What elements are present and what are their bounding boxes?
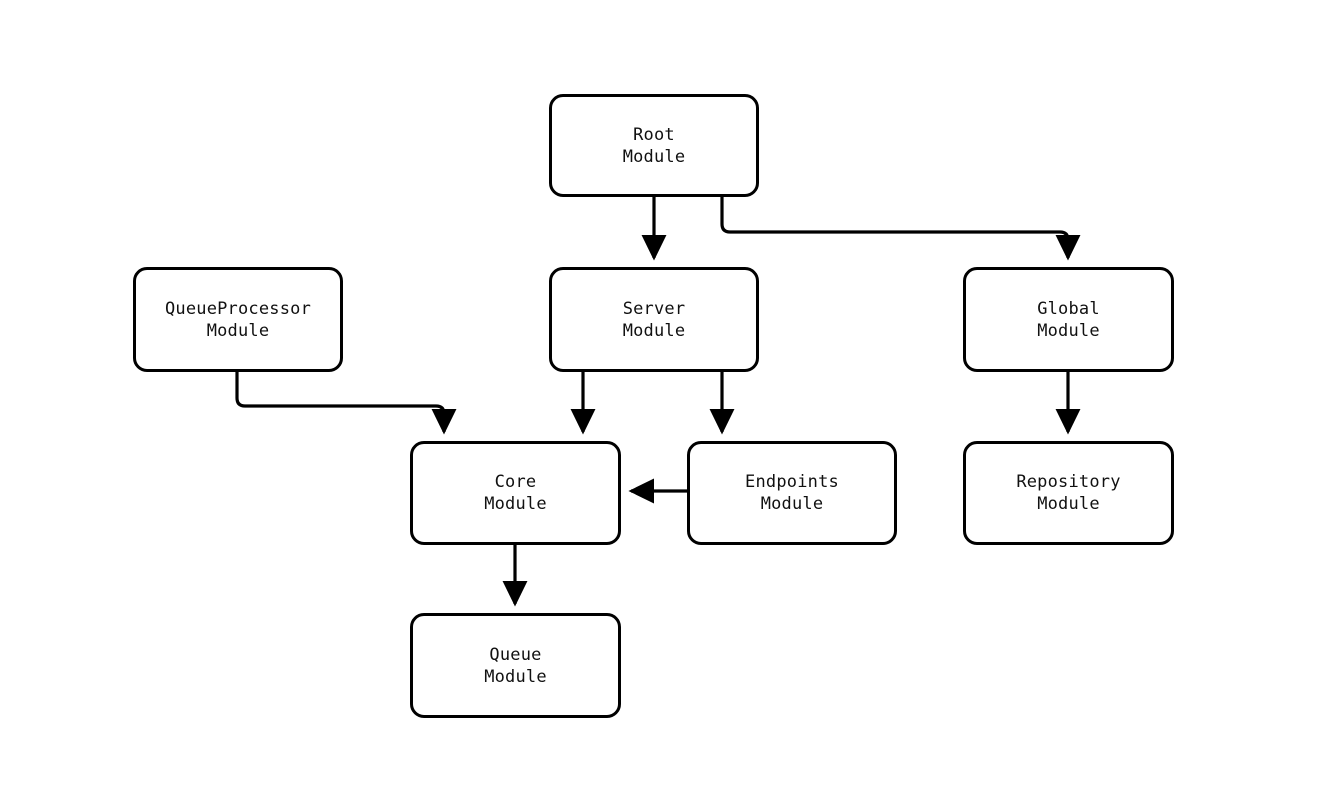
node-global-subtitle: Module xyxy=(1037,320,1100,341)
node-repository-subtitle: Module xyxy=(1037,494,1100,514)
node-core-subtitle: Module xyxy=(484,494,547,514)
edge-root-to-global xyxy=(720,197,1081,261)
node-queueprocessor-subtitle: Module xyxy=(206,320,270,341)
edge-queueprocessor-to-core xyxy=(235,372,457,435)
node-queue-subtitle: Module xyxy=(484,666,547,687)
node-server-subtitle: Module xyxy=(622,320,686,341)
node-core-title: Core xyxy=(494,472,537,492)
node-endpoints-title: Endpoints xyxy=(745,472,839,492)
node-queue-title: Queue xyxy=(489,644,542,665)
node-root-subtitle: Module xyxy=(622,146,686,167)
node-root-title: Root xyxy=(633,124,675,145)
node-server-title: Server xyxy=(622,298,686,319)
node-endpoints-subtitle: Module xyxy=(760,494,824,514)
node-global-title: Global xyxy=(1037,298,1100,319)
node-repository-title: Repository xyxy=(1016,472,1121,492)
node-queueprocessor-title: QueueProcessor xyxy=(164,298,312,319)
